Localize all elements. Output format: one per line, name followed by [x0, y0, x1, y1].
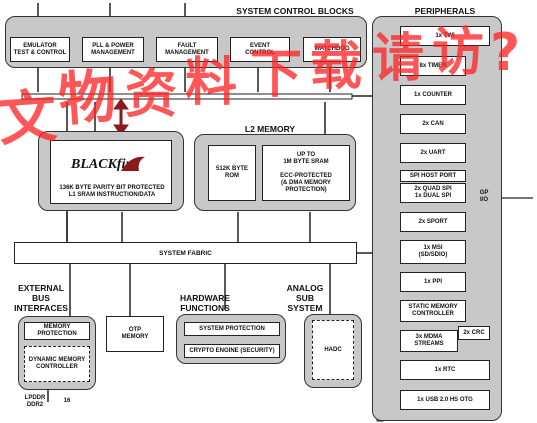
dmc-block: DYNAMIC MEMORY CONTROLLER [24, 346, 90, 382]
periph-quad-spi: 2x QUAD SPI 1x DUAL SPI [400, 183, 466, 203]
periph-timer: 8x TIMER [400, 56, 466, 76]
sysctl-bus [21, 93, 353, 100]
fabric-arrows [47, 102, 331, 402]
hadc-block: HADC [312, 320, 354, 380]
l2-memory-title: L2 MEMORY [244, 124, 296, 134]
hw-functions-title: HARDWARE FUNCTIONS [179, 293, 231, 313]
watchdog-block: WATCHDOG [303, 37, 361, 62]
ddr-width: 16 [63, 397, 71, 404]
periph-usb: 1x USB 2.0 HS OTG [400, 390, 490, 410]
periph-crc: 2x CRC [458, 326, 490, 340]
ext-bus-title: EXTERNAL BUS INTERFACES [14, 283, 68, 313]
l1-sram-block: BLACKfin 136K BYTE PARITY BIT PROTECTED … [50, 140, 172, 204]
gpio-label: GP I/O [479, 190, 489, 203]
periph-sport: 2x SPORT [400, 212, 466, 232]
emulator-block: EMULATOR TEST & CONTROL [10, 37, 70, 62]
memory-protection-block: MEMORY PROTECTION [24, 322, 90, 340]
core-bus-arrow [113, 98, 129, 136]
periph-uart: 2x UART [400, 143, 466, 163]
fin-icon [121, 156, 145, 171]
system-control-title: SYSTEM CONTROL BLOCKS [236, 6, 354, 16]
peripherals-title: PERIPHERALS [414, 6, 476, 16]
l1-sram-label: 136K BYTE PARITY BIT PROTECTED L1 SRAM I… [59, 185, 165, 198]
rom-block: 512K BYTE ROM [208, 145, 256, 201]
analog-title: ANALOG SUB SYSTEM [286, 283, 324, 313]
periph-ppi: 1x PPI [400, 272, 466, 292]
pll-power-block: PLL & POWER MANAGEMENT [82, 37, 144, 62]
blackfin-logo: BLACKfin [71, 155, 153, 177]
sram-block: UP TO 1M BYTE SRAM ECC-PROTECTED (& DMA … [262, 145, 350, 201]
periph-counter: 1x COUNTER [400, 85, 466, 105]
periph-rtc: 1x RTC [400, 360, 490, 380]
fault-management-block: FAULT MANAGEMENT [156, 37, 218, 62]
periph-msi: 1x MSI (SD/SDIO) [400, 240, 466, 264]
blackfin-logo-text: BLACKfin [71, 157, 134, 172]
otp-block: OTP MEMORY [106, 316, 164, 352]
periph-static-mem: STATIC MEMORY CONTROLLER [400, 300, 466, 322]
ddr-label: LPDDR DDR2 [24, 395, 46, 408]
event-control-block: EVENT CONTROL [230, 37, 290, 62]
periph-twi: 1x TWI [400, 26, 490, 46]
crypto-engine-block: CRYPTO ENGINE (SECURITY) [184, 344, 280, 358]
periph-can: 2x CAN [400, 114, 466, 134]
system-fabric: SYSTEM FABRIC [14, 242, 357, 264]
periph-mdma: 3x MDMA STREAMS [400, 330, 458, 352]
system-protection-block: SYSTEM PROTECTION [184, 322, 280, 336]
periph-spi-host: SPI HOST PORT [400, 170, 466, 182]
